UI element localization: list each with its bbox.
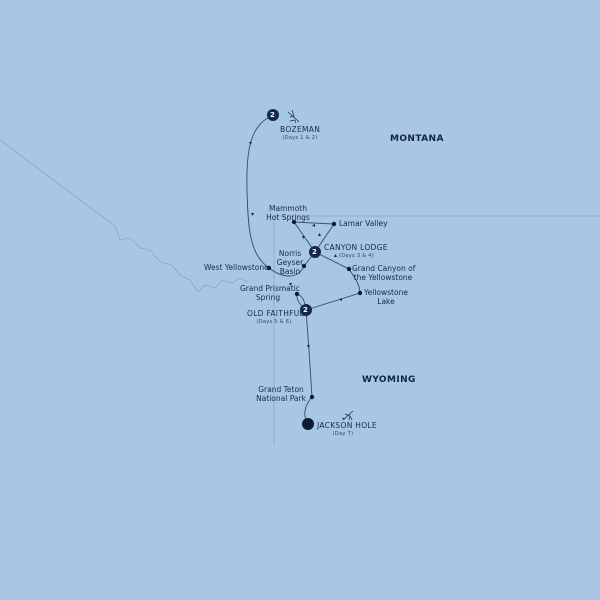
airplane-icon (341, 410, 354, 421)
stop-name: Spring (255, 293, 281, 302)
stop-days: (Day 7) (332, 431, 354, 437)
stop-name: Mammoth (269, 204, 307, 213)
stop-mammoth: Mammoth Hot Springs (262, 204, 314, 222)
nights-badge: 2 (270, 111, 275, 119)
stop-canyon: CANYON LODGE (Days 3 & 4) (324, 243, 388, 261)
idaho-montana-border (0, 139, 249, 293)
stop-name: Grand Prismatic (240, 284, 300, 293)
stop-name: BOZEMAN (280, 125, 321, 134)
state-label-montana: MONTANA (390, 134, 444, 144)
stop-west-yellowstone: West Yellowstone (204, 263, 269, 272)
stop-name: the Yellowstone (353, 273, 413, 282)
stop-name: Grand Teton (258, 385, 304, 394)
stop-lamar: Lamar Valley (339, 219, 388, 228)
stop-grand-prismatic: Grand Prismatic Spring (240, 284, 300, 302)
stop-name: JACKSON HOLE (317, 421, 377, 430)
stop-jackson-hole: JACKSON HOLE (Day 7) (317, 421, 377, 439)
stop-markers (266, 219, 363, 430)
stop-yellowstone-lake: Yellowstone Lake (363, 288, 409, 306)
stop-grand-teton: Grand Teton National Park (255, 385, 307, 403)
stop-name: Basin (279, 267, 301, 276)
stop-name: Geyser (276, 258, 304, 267)
airplane-icon (287, 109, 300, 124)
stop-grand-canyon: Grand Canyon of the Yellowstone (352, 264, 416, 282)
nights-badge: 2 (312, 248, 317, 256)
route-arrows (249, 142, 342, 348)
state-borders (0, 139, 600, 445)
state-label-wyoming: WYOMING (362, 375, 416, 385)
airplane-icons (287, 109, 354, 421)
stop-days: (Days 5 & 6) (256, 319, 292, 325)
stop-name: National Park (256, 394, 306, 403)
stop-days: (Days 3 & 4) (339, 253, 375, 259)
nights-badge: 2 (303, 306, 308, 314)
stop-name: Hot Springs (266, 213, 310, 222)
stop-name: Lake (377, 297, 395, 306)
stop-name: OLD FAITHFUL (247, 309, 305, 318)
stop-old-faithful: OLD FAITHFUL (Days 5 & 6) (247, 309, 305, 327)
stop-days: (Days 1 & 2) (282, 135, 318, 141)
stop-name: Norris (278, 249, 302, 258)
stop-name: CANYON LODGE (324, 243, 388, 252)
stop-name: Yellowstone (364, 288, 408, 297)
stop-bozeman: BOZEMAN (Days 1 & 2) (280, 125, 320, 143)
stop-name: Grand Canyon of (352, 264, 416, 273)
overnight-markers (267, 109, 321, 316)
stop-norris: Norris Geyser Basin (275, 249, 305, 276)
